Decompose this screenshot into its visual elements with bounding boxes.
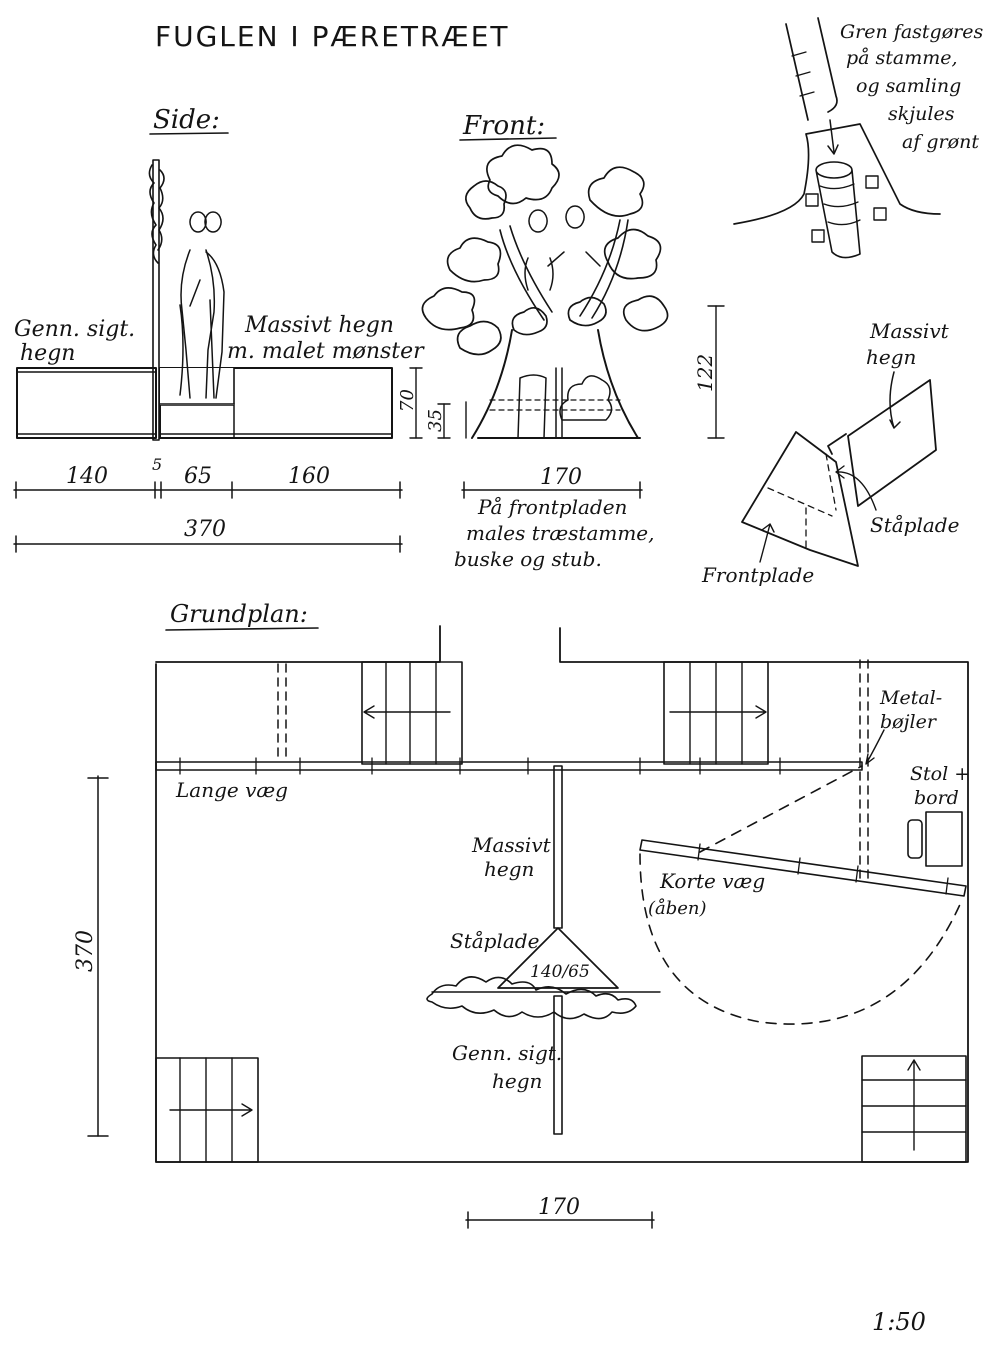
- side-dim-a: 140: [66, 464, 108, 489]
- label-see-through-2: hegn: [492, 1069, 542, 1093]
- side-dim-height: 70: [397, 389, 418, 412]
- see-through-fence: [16, 367, 157, 439]
- front-view: Front: 122: [421, 111, 725, 571]
- label-solid-side-2: m. malet mønster: [227, 339, 425, 364]
- label-solid-side-1: Massivt hegn: [244, 313, 394, 338]
- front-note-2: males træstamme,: [466, 521, 655, 545]
- front-dim-height: 122: [693, 354, 717, 392]
- see-through-fence-plan: [553, 995, 563, 1135]
- label-plate-dim: 140/65: [530, 962, 590, 982]
- front-heading: Front:: [462, 111, 545, 141]
- label-long-wall: Lange væg: [175, 778, 288, 802]
- tree-branches: [499, 219, 629, 321]
- post-foliage: [148, 164, 165, 264]
- stair-top-left: [361, 661, 463, 765]
- label-short-wall-2: (åben): [648, 897, 707, 919]
- figures-side: [179, 211, 225, 399]
- branch-note-3: og samling: [856, 75, 961, 97]
- plan-foliage: [426, 976, 637, 1020]
- solid-fence-plan: [553, 765, 563, 929]
- plan-dim-bottom: 170: [538, 1195, 580, 1220]
- panel-label-solid-1: Massivt: [869, 319, 950, 343]
- chair: [907, 819, 923, 859]
- front-dim-width: 170: [540, 465, 582, 490]
- tree-canopy: [421, 144, 669, 356]
- stub: [517, 374, 547, 439]
- branch-detail: Gren fastgøres på stamme, og samling skj…: [733, 17, 983, 259]
- label-solid-fence-2: hegn: [484, 857, 534, 881]
- label-chair-2: bord: [914, 787, 959, 809]
- front-plate-panel: [741, 431, 859, 567]
- stair-bottom-right: [861, 1055, 967, 1163]
- branch-note-1: Gren fastgøres: [840, 21, 983, 43]
- panel-label-front: Frontplade: [701, 563, 814, 587]
- scale-label: 1:50: [872, 1308, 926, 1336]
- branch-note-2: på stamme,: [846, 47, 958, 69]
- label-solid-fence-1: Massivt: [471, 833, 552, 857]
- bush: [559, 375, 613, 421]
- panel-label-solid-2: hegn: [866, 345, 916, 369]
- solid-fence-panel: [847, 379, 937, 507]
- drawing-title: FUGLEN I PÆRETRÆET: [155, 20, 510, 53]
- side-dim-total: 370: [184, 517, 226, 542]
- label-short-wall-1: Korte væg: [659, 869, 765, 893]
- tree-trunk: [471, 329, 641, 439]
- side-view: Side: Genn. sigt. hegn Massivt hegn m. m…: [13, 105, 451, 553]
- front-note-1: På frontpladen: [477, 495, 627, 519]
- stair-bottom-left: [155, 1057, 259, 1163]
- wall-swing-arc: [639, 853, 963, 1025]
- table: [925, 811, 963, 867]
- branch-note-5: af grønt: [902, 131, 979, 153]
- label-metal-2: bøjler: [880, 711, 938, 733]
- panel-detail: Massivt hegn Ståplade Frontplade: [701, 319, 959, 587]
- label-see-through-1: Genn. sigt.: [452, 1041, 562, 1065]
- post: [152, 159, 160, 441]
- label-see-through-side-1: Genn. sigt.: [14, 317, 135, 342]
- branch-note-4: skjules: [888, 103, 955, 125]
- plan-dim-vertical: 370: [73, 930, 98, 972]
- label-steel-plate: Ståplade: [450, 929, 539, 953]
- ground-plan: Grundplan: Lange væg Metal- bøjler Stol …: [73, 600, 970, 1229]
- plan-heading: Grundplan:: [170, 600, 308, 628]
- stem-surface: [733, 123, 941, 225]
- side-dim-c: 65: [184, 464, 212, 489]
- sleeve-tube: [815, 161, 861, 259]
- label-chair-1: Stol +: [910, 763, 970, 785]
- side-dim-b: 5: [152, 455, 162, 474]
- panel-label-steel: Ståplade: [870, 513, 959, 537]
- side-dim-step: 35: [425, 409, 446, 432]
- side-heading: Side:: [153, 105, 220, 135]
- figures-front: [524, 205, 601, 291]
- label-metal-1: Metal-: [879, 687, 942, 709]
- side-dim-d: 160: [288, 464, 330, 489]
- front-note-3: buske og stub.: [454, 547, 602, 571]
- label-see-through-side-2: hegn: [20, 341, 75, 366]
